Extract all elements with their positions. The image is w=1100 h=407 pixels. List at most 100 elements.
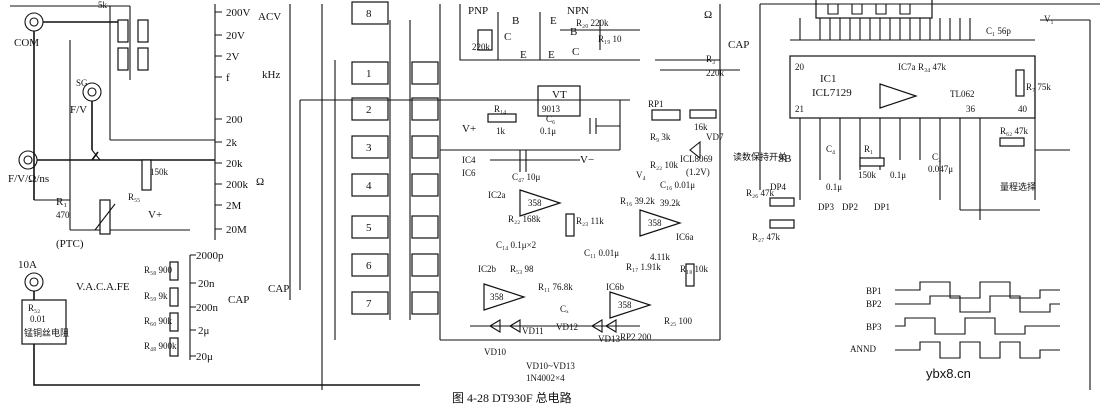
vt-transistor: VT 9013 [537,85,581,117]
c1-label: C₁ 56p [986,26,1011,36]
svg-text:R₂₂ 10k: R₂₂ 10k [650,160,679,170]
svg-text:2μ: 2μ [198,325,210,337]
svg-text:SB: SB [778,153,791,165]
svg-text:B: B [570,26,577,38]
waveform-panel: BP1 BP2 BP3 ANND [850,281,1060,359]
svg-text:ANND: ANND [850,344,876,354]
ic1-icl7129: 20 21 40 36 IC1 ICL7129 IC7a TL062 R₃₄ 4… [789,55,1036,119]
svg-text:kHz: kHz [262,69,280,81]
cap-range-resistors: R₅₈ 900 R₅₉ 9k R₆₀ 90k R₄₈ 900k [144,261,179,357]
svg-text:R₅₉ 9k: R₅₉ 9k [144,291,168,301]
svg-text:7: 7 [366,298,372,310]
svg-text:f: f [226,72,230,84]
reference-section: RP1 16k R₉ 3k VD7 R₂₂ 10k ICL8069 (1.2V)… [636,9,749,190]
svg-text:VD10: VD10 [484,347,506,357]
r7-resistor: R₇ 75k [1015,69,1051,97]
svg-text:16k: 16k [694,122,708,132]
svg-text:Ω: Ω [256,176,264,188]
svg-text:NPN: NPN [567,5,589,17]
svg-text:BP3: BP3 [866,322,882,332]
svg-text:R₃₄ 47k: R₃₄ 47k [918,62,947,72]
svg-text:20k: 20k [226,158,243,170]
svg-text:3: 3 [366,142,372,154]
svg-text:R₂₇ 47k: R₂₇ 47k [752,232,781,242]
fvo-terminal: F/V/Ω/ns [8,150,49,185]
svg-text:量程选择: 量程选择 [1000,181,1036,192]
r55-resistor: R₅₅ 150k V+ [128,159,169,221]
decimal-point-selector: R₂₆ 47k R₂₇ 47k DP4 DP3 DP2 DP1 量程选择 [746,181,1036,242]
svg-text:358: 358 [490,292,504,302]
svg-text:2M: 2M [226,200,242,212]
svg-text:DP2: DP2 [842,202,858,212]
svg-text:R₁₇ 1.91k: R₁₇ 1.91k [626,262,661,272]
svg-text:R₁₁ 76.8k: R₁₁ 76.8k [538,282,573,292]
svg-text:IC6a: IC6a [676,232,694,242]
svg-text:V₄: V₄ [636,170,646,180]
sg-label: SG [76,78,88,88]
svg-text:B: B [512,15,519,27]
svg-text:读数保持开关: 读数保持开关 [733,151,787,162]
svg-text:0.1μ: 0.1μ [826,182,842,192]
svg-text:470: 470 [56,210,70,220]
svg-text:IC6b: IC6b [606,282,625,292]
svg-text:36: 36 [966,104,976,114]
svg-text:V+: V+ [462,123,476,135]
svg-text:R₅₈ 900: R₅₈ 900 [144,265,173,275]
svg-text:TL062: TL062 [950,89,975,99]
svg-text:4.11k: 4.11k [650,252,670,262]
svg-text:1N4002×4: 1N4002×4 [526,373,565,383]
svg-text:DP4: DP4 [770,182,787,192]
svg-text:5k: 5k [98,0,108,10]
svg-text:C: C [504,31,511,43]
com-label: COM [14,37,39,49]
range-labels: ACV 200V 20V 2V f kHz 200 2k 20k 200k Ω … [196,7,289,363]
svg-text:E: E [520,49,527,61]
svg-text:20μ: 20μ [196,351,213,363]
svg-text:358: 358 [648,218,662,228]
shunt-resistor: R₅₂ 0.01 锰铜丝电阻 [21,299,69,345]
svg-text:R₁₄: R₁₄ [494,104,506,114]
svg-text:RP2 200: RP2 200 [620,332,652,342]
svg-text:220k: 220k [472,42,491,52]
svg-text:VT: VT [552,89,567,101]
svg-text:8: 8 [366,8,372,20]
vacafe-label: V.A.C.A.FE [76,281,130,293]
integrator-components: C₄ 0.1μ R₁ 150k 0.1μ C₃ 0.047μ R₆₂ 47k [826,126,1029,192]
svg-text:R₁: R₁ [56,196,67,208]
svg-text:200n: 200n [196,302,219,314]
svg-text:CAP: CAP [268,283,289,295]
svg-text:C₁₆ 0.01μ: C₁₆ 0.01μ [660,180,695,190]
ic2b-opamp: 358 IC2b R₅₃ 98 R₁₁ 76.8k [478,264,573,311]
svg-text:R₂₂ 168k: R₂₂ 168k [508,214,541,224]
svg-text:V−: V− [580,154,594,166]
svg-text:R₂₅ 100: R₂₅ 100 [664,316,693,326]
fv-terminal: F/V SG [70,78,102,116]
ten-a-label: 10A [18,259,37,271]
svg-text:0.047μ: 0.047μ [928,164,953,174]
svg-text:200: 200 [226,114,243,126]
ten-a-terminal: 10A [18,259,44,292]
fv-label: F/V [70,104,87,116]
svg-text:ACV: ACV [258,11,281,23]
svg-text:20V: 20V [226,30,245,42]
ic6b-opamp: 358 IC6b R₁₇ 1.91k 4.11k R₁₈ 10k Cₓ R₂₅ … [560,252,709,342]
svg-text:BP1: BP1 [866,286,882,296]
svg-text:6: 6 [366,260,372,272]
svg-text:锰铜丝电阻: 锰铜丝电阻 [24,327,69,338]
svg-text:CAP: CAP [728,39,749,51]
svg-text:E: E [548,49,555,61]
svg-text:R₉ 3k: R₉ 3k [650,132,671,142]
svg-text:ICL8069: ICL8069 [680,154,713,164]
r14-resistor: R₁₄ 1k V+ [462,104,517,136]
svg-text:220k: 220k [706,68,725,78]
svg-text:150k: 150k [858,170,877,180]
lcd-display [815,0,933,19]
figure-caption: 图 4-28 DT930F 总电路 [452,390,572,405]
svg-text:20n: 20n [198,278,215,290]
svg-text:0.01: 0.01 [30,314,46,324]
svg-text:21: 21 [795,104,804,114]
svg-text:CAP: CAP [228,294,249,306]
svg-text:(1.2V): (1.2V) [686,167,710,177]
svg-text:VD10~VD13: VD10~VD13 [526,361,575,371]
svg-text:VD12: VD12 [556,322,578,332]
